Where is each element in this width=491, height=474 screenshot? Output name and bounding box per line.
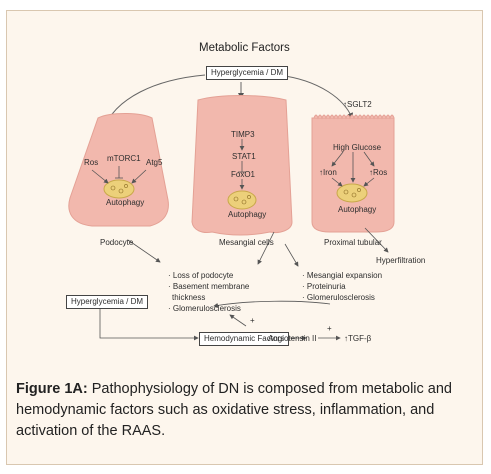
mesangial-timp3: TIMP3 <box>231 130 255 139</box>
mesangial-outcomes: · Mesangial expansion · Proteinuria · Gl… <box>302 270 382 303</box>
mesangial-foxo1: FoxO1 <box>231 170 256 179</box>
mesangial-autophagy-icon <box>227 190 257 210</box>
mesangial-stat1: STAT1 <box>232 152 256 161</box>
diagram-title: Metabolic Factors <box>199 42 290 54</box>
podocyte-autophagy-icon <box>103 179 135 199</box>
mesangial-label: Mesangial cells <box>219 238 274 247</box>
outcome-item: · Glomerulosclerosis <box>302 293 375 302</box>
figure-caption: Figure 1A: Pathophysiology of DN is comp… <box>16 379 476 442</box>
plus-sign: + <box>327 324 332 333</box>
arrow-to-podocyte <box>107 74 206 121</box>
plus-sign: + <box>250 316 255 325</box>
figure-panel <box>6 10 483 465</box>
tubular-iron: ↑Iron <box>319 168 337 177</box>
caption-text: Pathophysiology of DN is composed from m… <box>16 381 452 439</box>
arrow-to-tubular <box>277 74 353 119</box>
podocyte-label: Podocyte <box>100 238 134 247</box>
tubular-autophagy: Autophagy <box>338 205 377 214</box>
tubular-autophagy-icon <box>336 183 368 203</box>
hyperfiltration-label: Hyperfiltration <box>376 256 426 265</box>
outcome-item: · Loss of podocyte <box>168 271 234 280</box>
outcome-item: thickness <box>172 293 206 302</box>
outcome-item: · Glomerulosclerosis <box>168 304 241 313</box>
mesangial-autophagy: Autophagy <box>228 210 267 219</box>
hyperglycemia-top-box: Hyperglycemia / DM <box>206 66 289 80</box>
podocyte-mtorc1: mTORC1 <box>107 154 141 163</box>
podocyte-autophagy: Autophagy <box>106 198 145 207</box>
outcome-item: · Proteinuria <box>302 282 346 291</box>
outcome-item: · Mesangial expansion <box>302 271 383 280</box>
podocyte-outcomes: · Loss of podocyte · Basement membrane t… <box>168 270 249 314</box>
tubular-sglt2: ↑SGLT2 <box>343 100 372 109</box>
hyperglycemia-left-box: Hyperglycemia / DM <box>66 295 149 309</box>
tubular-label: Proximal tubular <box>324 238 382 247</box>
angiotensin-label: Angiotensin II <box>268 334 317 343</box>
tubular-high-glucose: High Glucose <box>333 143 382 152</box>
podocyte-ros: Ros <box>84 158 99 167</box>
caption-label: Figure 1A: <box>16 381 88 397</box>
podocyte-atg5: Atg5 <box>146 158 163 167</box>
tgf-beta-label: ↑TGF-β <box>344 334 372 343</box>
outcome-item: · Basement membrane <box>168 282 250 291</box>
hemodynamic-factors-box: Hemodynamic Factors <box>199 332 290 346</box>
tubular-ros: ↑Ros <box>369 168 388 177</box>
